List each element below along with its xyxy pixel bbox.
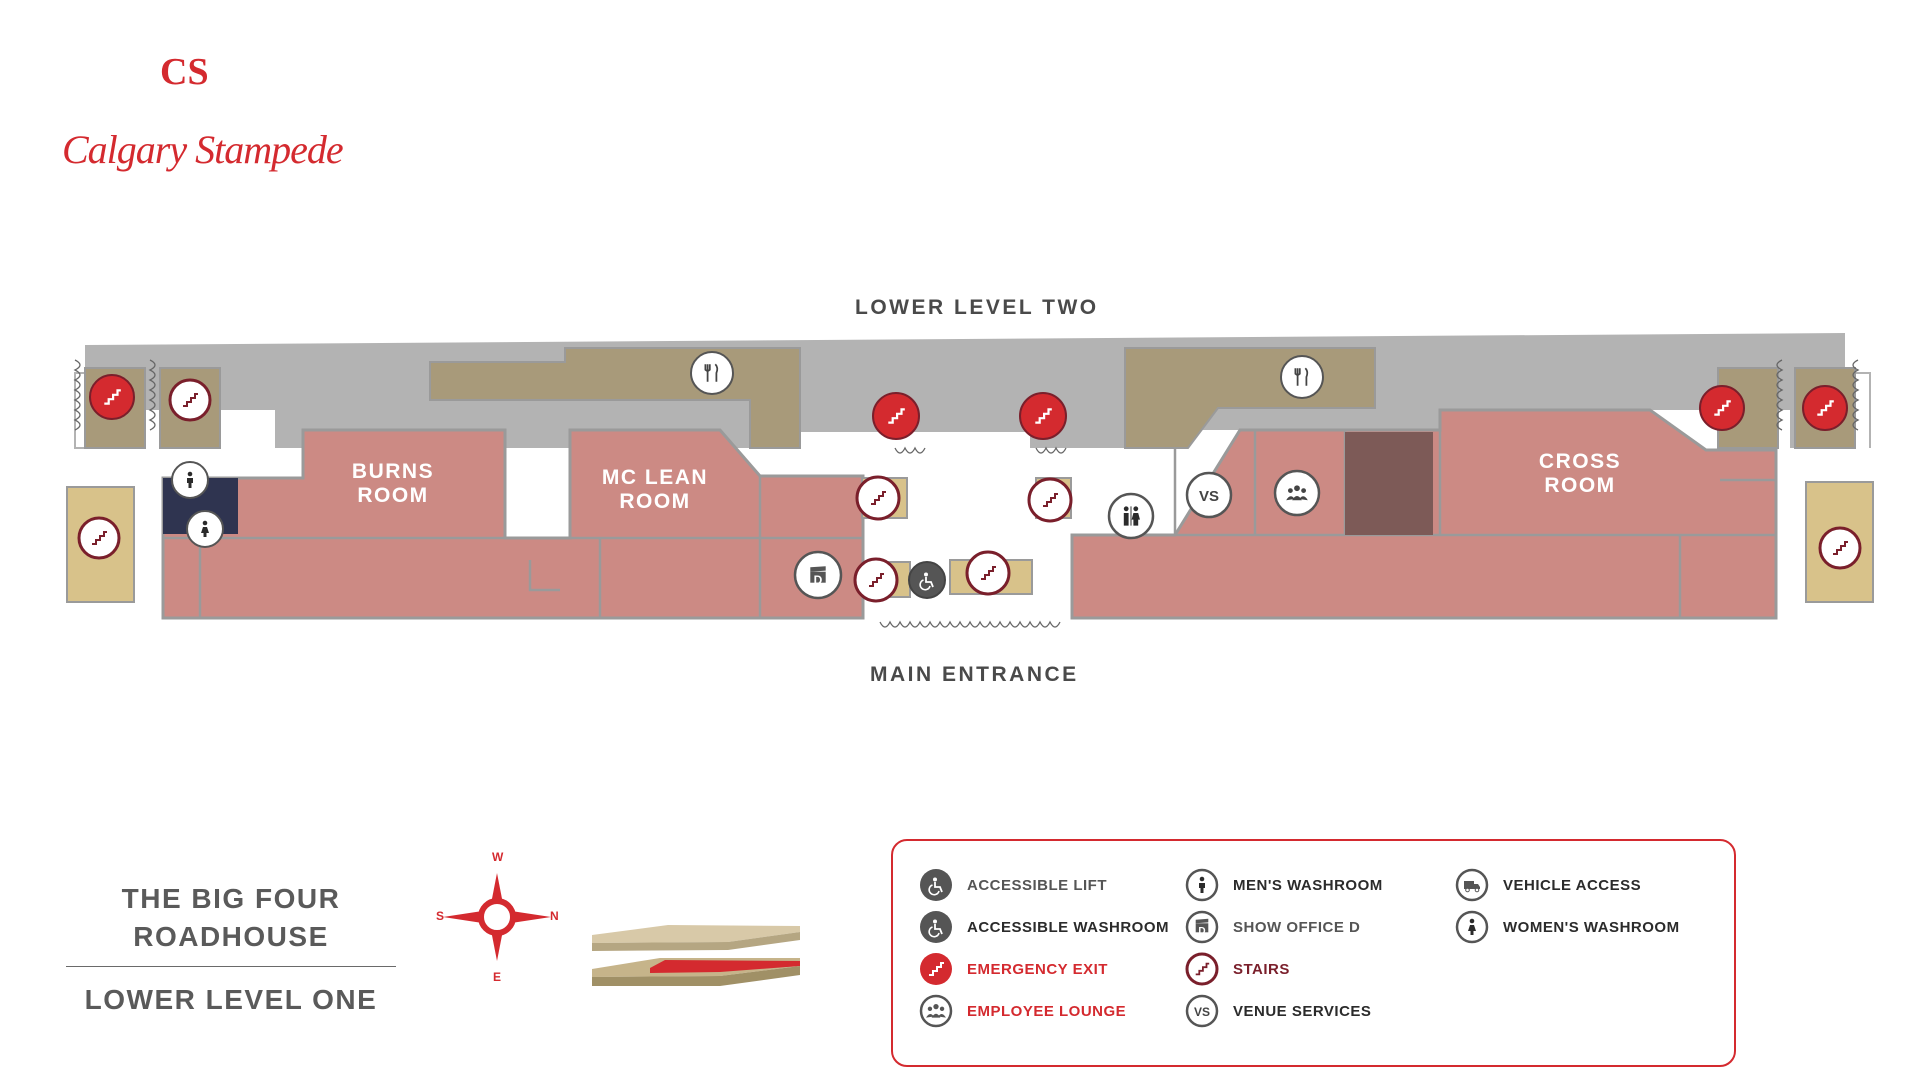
stairs-marker[interactable]	[168, 378, 212, 422]
label-lower-level-two: LOWER LEVEL TWO	[855, 296, 1099, 319]
stairs-marker[interactable]	[855, 475, 901, 521]
venue-services-marker[interactable]: VS	[1185, 471, 1233, 519]
venue-title-line2: ROADHOUSE	[133, 921, 329, 952]
legend-item-vehicle-access[interactable]: VEHICLE ACCESS	[1455, 867, 1641, 903]
stairs-marker[interactable]	[965, 550, 1011, 596]
employee-lounge-icon	[919, 994, 953, 1028]
womens-washroom-marker[interactable]	[186, 510, 224, 548]
svg-text:D: D	[1198, 926, 1205, 937]
room-label-line: ROOM	[357, 484, 429, 507]
emergency-exit-marker[interactable]	[1802, 385, 1848, 431]
compass-north-label: N	[550, 909, 559, 923]
map-legend: ACCESSIBLE LIFT ACCESSIBLE WASHROOM EMER…	[891, 839, 1736, 1067]
label-main-entrance: MAIN ENTRANCE	[870, 663, 1079, 686]
legend-item-accessible-washroom[interactable]: ACCESSIBLE WASHROOM	[919, 909, 1169, 945]
legend-item-mens-washroom[interactable]: MEN'S WASHROOM	[1185, 867, 1383, 903]
legend-item-womens-washroom[interactable]: WOMEN'S WASHROOM	[1455, 909, 1680, 945]
legend-label: STAIRS	[1233, 960, 1290, 978]
legend-item-show-office-d[interactable]: D SHOW OFFICE D	[1185, 909, 1360, 945]
accessible-washroom-icon	[920, 911, 952, 943]
brand-monogram: CS	[160, 51, 209, 93]
legend-label: ACCESSIBLE WASHROOM	[967, 918, 1170, 936]
legend-item-venue-services[interactable]: VS VENUE SERVICES	[1185, 993, 1371, 1029]
room-burns[interactable]: BURNS ROOM	[338, 460, 448, 508]
venue-level-name: LOWER LEVEL ONE	[84, 984, 378, 1015]
womens-washroom-icon	[1455, 910, 1489, 944]
stairs-marker[interactable]	[77, 516, 121, 560]
compass-east-label: E	[493, 970, 502, 984]
restaurant-marker[interactable]	[690, 351, 734, 395]
mens-washroom-icon	[1185, 868, 1219, 902]
venue-title-block: THE BIG FOUR ROADHOUSE LOWER LEVEL ONE	[66, 880, 396, 1019]
level-stack-diagram	[592, 925, 800, 986]
vehicle-access-icon	[1455, 868, 1489, 902]
legend-label: VENUE SERVICES	[1233, 1002, 1372, 1020]
emergency-exit-marker[interactable]	[872, 392, 920, 440]
room-label-line: BURNS	[351, 460, 435, 483]
stairwells	[66, 477, 1874, 603]
venue-services-icon: VS	[1185, 994, 1219, 1028]
legend-item-employee-lounge[interactable]: EMPLOYEE LOUNGE	[919, 993, 1126, 1029]
brand-logo: Calgary Stampede	[62, 127, 344, 172]
compass-rose	[443, 873, 551, 961]
legend-label: ACCESSIBLE LIFT	[967, 876, 1108, 894]
emergency-exit-marker[interactable]	[1699, 385, 1745, 431]
legend-label: SHOW OFFICE D	[1233, 918, 1361, 936]
west-rooms-block	[161, 428, 865, 620]
room-cross[interactable]: CROSS ROOM	[1520, 450, 1640, 498]
stairs-marker[interactable]	[853, 557, 899, 603]
show-office-d-marker[interactable]: D	[793, 550, 843, 600]
emergency-exit-icon	[920, 953, 952, 985]
accessible-lift-icon	[920, 869, 952, 901]
stairs-icon	[1185, 952, 1219, 986]
dark-service-room	[1345, 432, 1433, 535]
room-label-line: CROSS	[1538, 450, 1622, 473]
emergency-exit-marker[interactable]	[1019, 392, 1067, 440]
show-office-d-icon: D	[1185, 910, 1219, 944]
svg-text:D: D	[814, 573, 823, 587]
svg-text:VS: VS	[1199, 488, 1219, 505]
employee-lounge-marker[interactable]	[1273, 469, 1321, 517]
legend-item-emergency-exit[interactable]: EMERGENCY EXIT	[919, 951, 1108, 987]
stairs-marker[interactable]	[1027, 477, 1073, 523]
entrance-doors	[73, 359, 1860, 628]
room-label-line: ROOM	[619, 490, 691, 513]
restaurant-marker[interactable]	[1280, 355, 1324, 399]
venue-title-line1: THE BIG FOUR	[121, 883, 341, 914]
svg-text:VS: VS	[1194, 1005, 1210, 1019]
mens-washroom-marker[interactable]	[171, 461, 209, 499]
compass-south-label: S	[436, 909, 445, 923]
legend-label: VEHICLE ACCESS	[1503, 876, 1642, 894]
compass-west-label: W	[492, 850, 504, 864]
title-divider	[66, 966, 396, 967]
stairs-marker[interactable]	[1818, 526, 1862, 570]
emergency-exit-marker[interactable]	[89, 374, 135, 420]
legend-label: WOMEN'S WASHROOM	[1503, 918, 1680, 936]
legend-label: EMERGENCY EXIT	[967, 960, 1108, 978]
room-label-line: MC LEAN	[601, 466, 709, 489]
legend-label: MEN'S WASHROOM	[1233, 876, 1383, 894]
legend-label: EMPLOYEE LOUNGE	[967, 1002, 1127, 1020]
legend-item-stairs[interactable]: STAIRS	[1185, 951, 1290, 987]
washroom-marker[interactable]	[1107, 492, 1155, 540]
accessible-lift-marker[interactable]	[908, 561, 946, 599]
room-mclean[interactable]: MC LEAN ROOM	[595, 466, 715, 514]
room-label-line: ROOM	[1544, 474, 1616, 497]
legend-item-accessible-lift[interactable]: ACCESSIBLE LIFT	[919, 867, 1107, 903]
